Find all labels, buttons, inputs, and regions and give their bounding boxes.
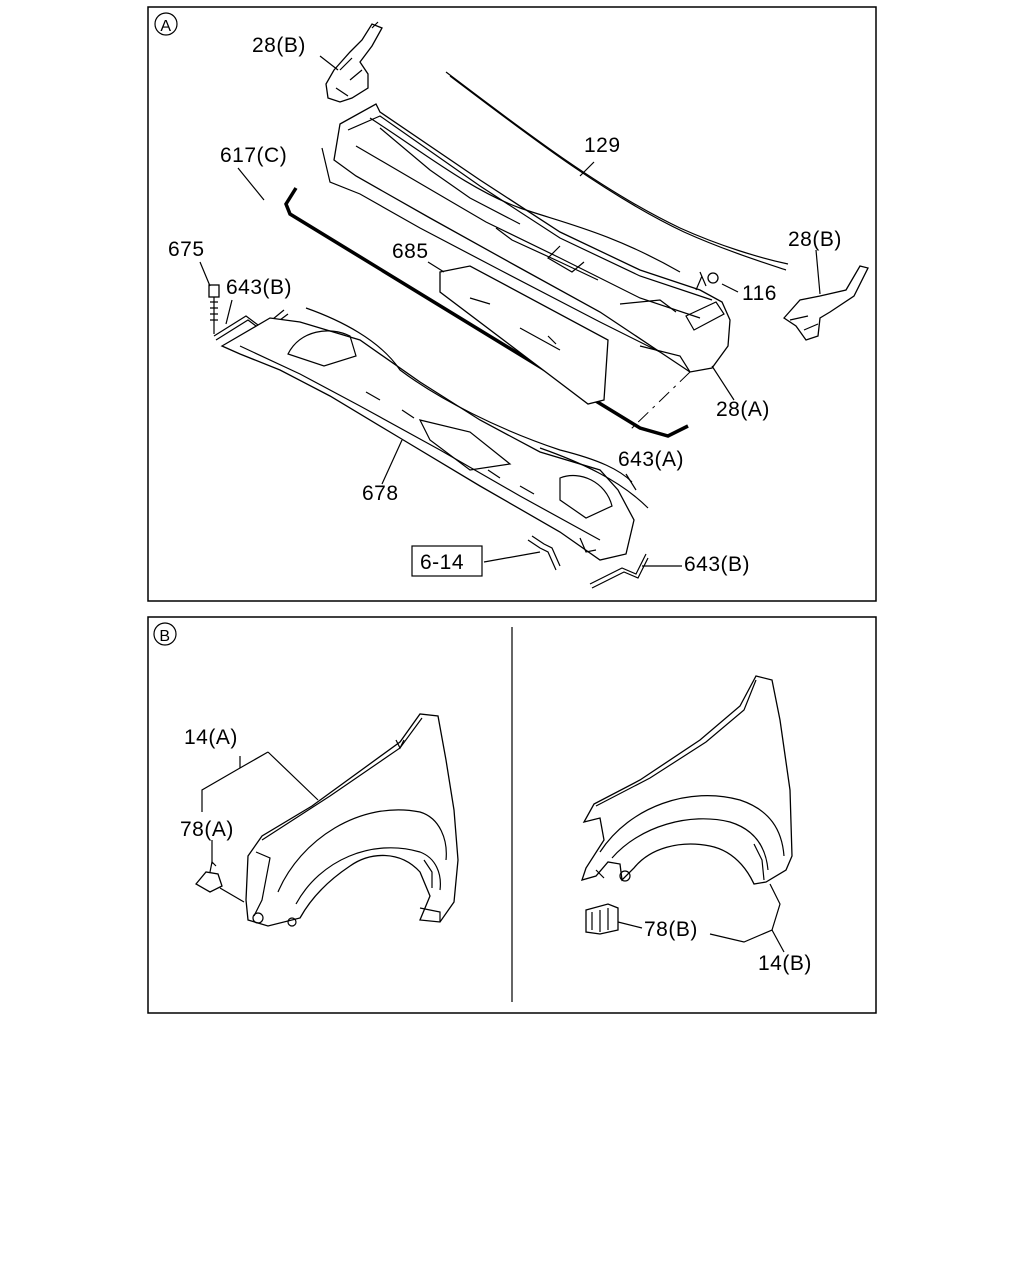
bracket-78b-drawing: [585, 903, 619, 935]
label-28b-top: 28(B): [252, 34, 306, 57]
seal-617c-drawing: [284, 187, 689, 438]
cowl-panel-28a-drawing: [321, 103, 731, 431]
label-675: 675: [168, 238, 205, 261]
panel-b-frame: [147, 616, 877, 1014]
label-28b-right: 28(B): [788, 228, 842, 251]
label-129: 129: [584, 134, 621, 157]
bolt-675-drawing: [208, 284, 220, 334]
bracket-28b-right-drawing: [783, 265, 869, 341]
insulator-685-drawing: [439, 265, 609, 405]
label-14a: 14(A): [184, 726, 238, 749]
panel-b-leader-lines: [201, 751, 785, 953]
label-678: 678: [362, 482, 399, 505]
label-685: 685: [392, 240, 429, 263]
panel-b-marker-text: B: [159, 628, 170, 645]
label-643a: 643(A): [618, 448, 684, 471]
panel-a-marker: A: [154, 12, 178, 36]
panel-b: B: [147, 616, 877, 1014]
seal-643b-bottom-drawing: [589, 553, 649, 589]
molding-129-drawing: [445, 71, 789, 271]
label-78a: 78(A): [180, 818, 234, 841]
label-14b: 14(B): [758, 952, 812, 975]
label-643b-bottom: 643(B): [684, 553, 750, 576]
clip-116-drawing: [695, 271, 719, 291]
panel-b-marker-circle: [153, 622, 177, 646]
seal-643a-drawing: [539, 447, 649, 509]
part-6-14-drawing: [527, 535, 561, 571]
label-6-14-box: [411, 545, 483, 577]
panel-b-marker: B: [153, 622, 177, 646]
bracket-28b-top-drawing: [325, 21, 383, 103]
label-78b: 78(B): [644, 918, 698, 941]
label-116: 116: [742, 282, 777, 305]
panel-a-marker-circle: [154, 12, 178, 36]
clip-78a-drawing: [195, 860, 223, 893]
fender-14a-drawing: [245, 713, 459, 927]
label-643b-top: 643(B): [226, 276, 292, 299]
label-6-14[interactable]: 6-14: [420, 551, 464, 574]
panel-a-frame: [147, 6, 877, 602]
panel-a-marker-text: A: [160, 18, 171, 35]
label-28a: 28(A): [716, 398, 770, 421]
fender-14b-drawing: [580, 675, 793, 885]
cowl-panel-678-drawing: [220, 307, 635, 561]
panel-a-leader-lines: [199, 55, 821, 567]
label-617c: 617(C): [220, 144, 287, 167]
panel-a: A: [147, 6, 877, 602]
